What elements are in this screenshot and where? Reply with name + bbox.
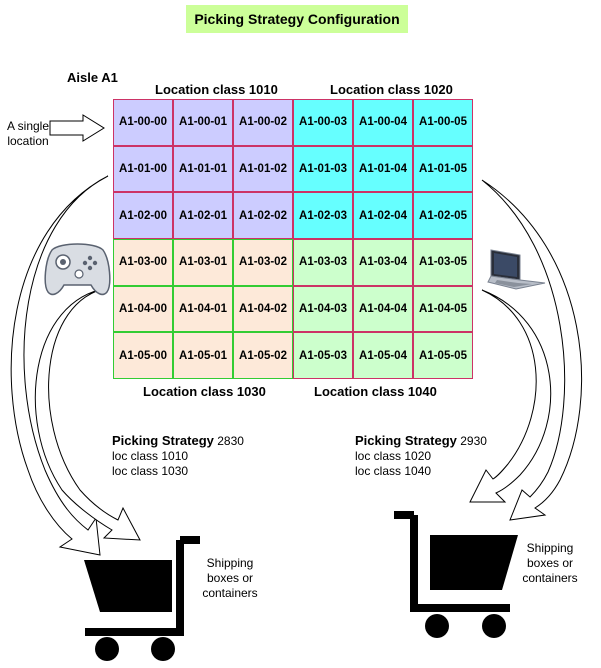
location-cell: A1-03-02 xyxy=(233,239,293,286)
picking-strategy-left: Picking Strategy 2830 loc class 1010 loc… xyxy=(112,433,244,479)
single-location-arrow-icon xyxy=(49,114,105,142)
picking-strategy-right: Picking Strategy 2930 loc class 1020 loc… xyxy=(355,433,487,479)
strategy-heading: Picking Strategy xyxy=(112,433,214,448)
location-cell: A1-02-00 xyxy=(113,192,173,239)
location-cell: A1-01-04 xyxy=(353,145,413,193)
location-class-1010-label: Location class 1010 xyxy=(155,82,278,97)
shopping-cart-icon xyxy=(394,511,518,638)
shipping-label-right: Shipping boxes or containers xyxy=(520,541,580,586)
strategy-heading: Picking Strategy xyxy=(355,433,457,448)
location-class-1040-label: Location class 1040 xyxy=(314,384,437,399)
shipping-line: containers xyxy=(202,586,258,600)
location-cell: A1-01-05 xyxy=(413,145,473,193)
location-cell: A1-04-02 xyxy=(233,285,293,333)
shipping-line: containers xyxy=(522,571,578,585)
location-cell: A1-03-03 xyxy=(293,239,353,286)
location-cell: A1-03-04 xyxy=(353,239,413,286)
location-cell: A1-04-04 xyxy=(353,285,413,333)
location-class-1030-label: Location class 1030 xyxy=(143,384,266,399)
shipping-label-left: Shipping boxes or containers xyxy=(200,556,260,601)
location-cell: A1-01-00 xyxy=(113,145,173,193)
shopping-cart-icon xyxy=(84,536,200,661)
location-cell: A1-04-01 xyxy=(173,285,233,333)
location-cell: A1-05-00 xyxy=(113,332,173,379)
location-cell: A1-02-05 xyxy=(413,192,473,239)
shipping-line: Shipping xyxy=(206,556,254,570)
location-class-1020-label: Location class 1020 xyxy=(330,82,453,97)
strategy-loc-class-line: loc class 1020 xyxy=(355,449,432,463)
strategy-number: 2930 xyxy=(460,434,487,448)
shipping-line: Shipping xyxy=(526,541,574,555)
location-cell: A1-04-00 xyxy=(113,285,173,333)
aisle-label: Aisle A1 xyxy=(67,70,118,85)
location-cell: A1-00-05 xyxy=(413,99,473,146)
location-cell: A1-04-03 xyxy=(293,285,353,333)
location-cell: A1-03-00 xyxy=(113,239,173,286)
location-cell: A1-00-01 xyxy=(173,99,233,146)
shipping-line: boxes or xyxy=(206,571,254,585)
location-cell: A1-00-02 xyxy=(233,99,293,146)
location-cell: A1-01-03 xyxy=(293,145,353,193)
location-cell: A1-05-01 xyxy=(173,332,233,379)
page-title: Picking Strategy Configuration xyxy=(186,5,408,33)
location-cell: A1-02-04 xyxy=(353,192,413,239)
location-cell: A1-00-00 xyxy=(113,99,173,146)
strategy-loc-class-line: loc class 1030 xyxy=(112,464,189,478)
location-cell: A1-05-02 xyxy=(233,332,293,379)
location-cell: A1-01-02 xyxy=(233,145,293,193)
location-cell: A1-02-01 xyxy=(173,192,233,239)
location-cell: A1-00-03 xyxy=(293,99,353,146)
location-cell: A1-01-01 xyxy=(173,145,233,193)
location-cell: A1-04-05 xyxy=(413,285,473,333)
location-cell: A1-05-04 xyxy=(353,332,413,379)
single-location-label: A single location xyxy=(6,119,50,148)
strategy-loc-class-line: loc class 1010 xyxy=(112,449,189,463)
game-controller-icon xyxy=(44,243,111,296)
laptop-icon xyxy=(487,249,546,290)
location-cell: A1-02-03 xyxy=(293,192,353,239)
location-cell: A1-03-05 xyxy=(413,239,473,286)
location-cell: A1-02-02 xyxy=(233,192,293,239)
location-cell: A1-00-04 xyxy=(353,99,413,146)
location-cell: A1-03-01 xyxy=(173,239,233,286)
strategy-loc-class-line: loc class 1040 xyxy=(355,464,432,478)
location-cell: A1-05-05 xyxy=(413,332,473,379)
strategy-number: 2830 xyxy=(217,434,244,448)
location-cell: A1-05-03 xyxy=(293,332,353,379)
shipping-line: boxes or xyxy=(526,556,574,570)
